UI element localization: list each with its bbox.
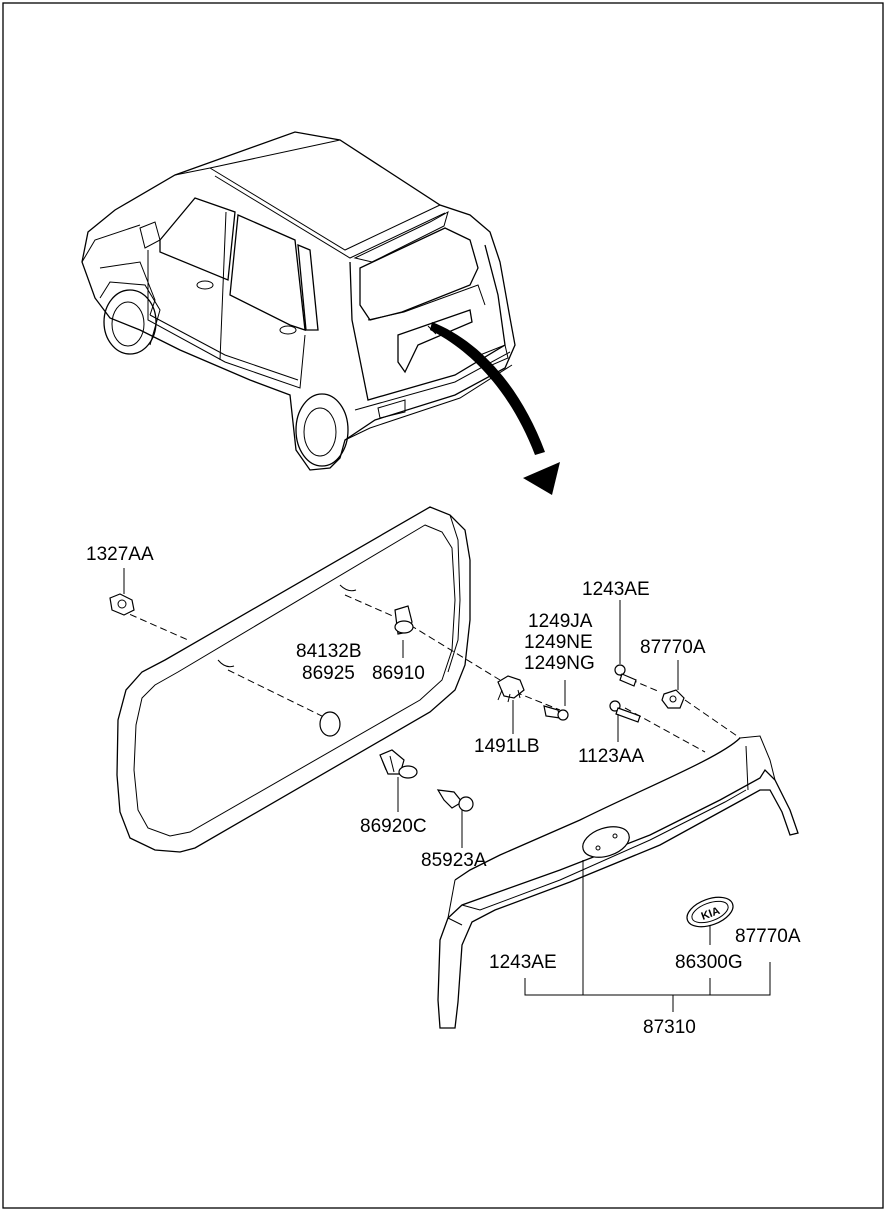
screw-1249 <box>543 705 569 721</box>
label-87770A-top: 87770A <box>640 637 706 658</box>
screw-1243AE-top <box>614 664 637 687</box>
clip-1491LB <box>497 675 525 703</box>
label-1249NE: 1249NE <box>524 632 593 653</box>
label-1249NG: 1249NG <box>524 653 595 674</box>
pin-85923A <box>436 789 474 812</box>
grommet-86925 <box>319 711 341 737</box>
label-87770A-bottom: 87770A <box>735 926 801 947</box>
label-86925: 86925 <box>302 663 355 684</box>
label-87310: 87310 <box>643 1017 696 1038</box>
garnish-87310 <box>437 735 799 1029</box>
label-84132B: 84132B <box>296 641 362 662</box>
rivet-86920C <box>379 749 418 779</box>
label-1243AE-top: 1243AE <box>582 579 650 600</box>
label-86920C: 86920C <box>360 816 427 837</box>
label-1327AA: 1327AA <box>86 544 154 565</box>
detail-arrow <box>427 322 560 495</box>
vehicle-illustration <box>81 131 516 471</box>
label-86300G: 86300G <box>675 952 743 973</box>
tailgate-glass-panel <box>116 506 471 853</box>
label-1243AE-bottom: 1243AE <box>489 952 557 973</box>
nut-87770A-top <box>661 689 685 709</box>
label-85923A: 85923A <box>421 850 487 871</box>
label-1491LB: 1491LB <box>474 736 540 757</box>
clip-86910 <box>394 605 414 635</box>
emblem-86300G: KIA <box>686 896 734 928</box>
bolt-1123AA <box>609 700 641 723</box>
label-1249JA: 1249JA <box>528 611 593 632</box>
label-86910: 86910 <box>372 663 425 684</box>
nut-1327AA <box>109 593 135 616</box>
label-1123AA: 1123AA <box>578 746 645 767</box>
